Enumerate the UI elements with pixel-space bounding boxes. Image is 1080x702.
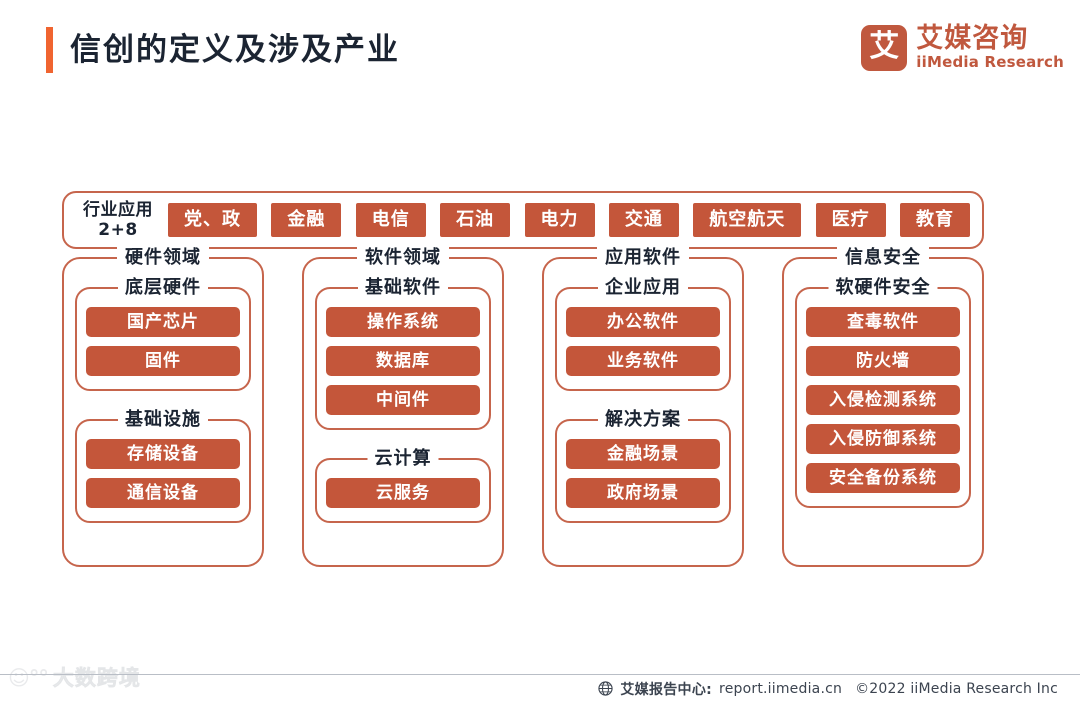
page-header: 信创的定义及涉及产业 艾 艾媒咨询 iiMedia Research: [0, 0, 1080, 108]
subgroup-title: 基础软件: [358, 276, 448, 300]
footer-url[interactable]: report.iimedia.cn: [719, 680, 843, 697]
industry-tag: 电力: [524, 203, 595, 237]
leaf-item: 存储设备: [86, 439, 240, 469]
industry-application-bar: 行业应用 2+8 党、政 金融 电信 石油 电力 交通 航空航天 医疗 教育: [62, 191, 984, 249]
industry-label-line1: 行业应用: [83, 200, 153, 220]
column-title: 信息安全: [837, 246, 929, 270]
subgroup-title: 企业应用: [598, 276, 688, 300]
subgroup-title: 解决方案: [598, 408, 688, 432]
industry-tag: 金融: [271, 203, 342, 237]
leaf-item: 数据库: [326, 346, 480, 376]
industry-structure-diagram: 行业应用 2+8 党、政 金融 电信 石油 电力 交通 航空航天 医疗 教育 硬…: [0, 108, 1080, 608]
footer-divider: [0, 674, 1080, 675]
column-title: 硬件领域: [117, 246, 209, 270]
industry-label-line2: 2+8: [98, 220, 138, 240]
leaf-item: 固件: [86, 346, 240, 376]
leaf-item: 安全备份系统: [806, 463, 960, 493]
subgroup-basic-software: 基础软件 操作系统 数据库 中间件: [315, 276, 491, 430]
column-title: 软件领域: [357, 246, 449, 270]
subgroup-software-hardware-security: 软硬件安全 查毒软件 防火墙 入侵检测系统 入侵防御系统 安全备份系统: [795, 276, 971, 508]
subgroup-title: 云计算: [367, 447, 439, 471]
domain-columns: 硬件领域 底层硬件 国产芯片 固件 基础设施 存储设备 通信设备 软件领域 基础…: [62, 246, 984, 567]
leaf-item: 入侵防御系统: [806, 424, 960, 454]
industry-tag-list: 党、政 金融 电信 石油 电力 交通 航空航天 医疗 教育: [164, 203, 972, 237]
leaf-item: 业务软件: [566, 346, 720, 376]
footer-source-label: 艾媒报告中心:: [620, 681, 713, 698]
industry-tag: 医疗: [815, 203, 886, 237]
column-title: 应用软件: [597, 246, 689, 270]
leaf-item: 操作系统: [326, 307, 480, 337]
industry-tag: 航空航天: [693, 203, 802, 237]
footer-copyright: ©2022 iiMedia Research Inc: [855, 680, 1058, 697]
industry-tag: 交通: [608, 203, 679, 237]
subgroup-underlying-hardware: 底层硬件 国产芯片 固件: [75, 276, 251, 391]
industry-application-label: 行业应用 2+8: [72, 200, 164, 240]
logo-mark-icon: 艾: [861, 24, 908, 71]
subgroup-solutions: 解决方案 金融场景 政府场景: [555, 408, 731, 523]
page-footer: 艾媒报告中心: report.iimedia.cn ©2022 iiMedia …: [0, 675, 1080, 702]
industry-tag: 电信: [355, 203, 426, 237]
subgroup-cloud-computing: 云计算 云服务: [315, 447, 491, 523]
domain-column-hardware: 硬件领域 底层硬件 国产芯片 固件 基础设施 存储设备 通信设备: [62, 246, 264, 567]
leaf-item: 入侵检测系统: [806, 385, 960, 415]
leaf-item: 防火墙: [806, 346, 960, 376]
page-title: 信创的定义及涉及产业: [70, 32, 400, 68]
globe-icon: [598, 681, 613, 696]
logo-name-en: iiMedia Research: [916, 53, 1064, 71]
logo-name-cn: 艾媒咨询: [916, 23, 1029, 54]
leaf-item: 金融场景: [566, 439, 720, 469]
leaf-item: 办公软件: [566, 307, 720, 337]
logo-text: 艾媒咨询 iiMedia Research: [916, 24, 1064, 71]
subgroup-enterprise-application: 企业应用 办公软件 业务软件: [555, 276, 731, 391]
subgroup-title: 软硬件安全: [828, 276, 938, 300]
brand-logo: 艾 艾媒咨询 iiMedia Research: [861, 24, 1064, 71]
leaf-item: 政府场景: [566, 478, 720, 508]
leaf-item: 国产芯片: [86, 307, 240, 337]
domain-column-application-software: 应用软件 企业应用 办公软件 业务软件 解决方案 金融场景 政府场景: [542, 246, 744, 567]
domain-column-software: 软件领域 基础软件 操作系统 数据库 中间件 云计算 云服务: [302, 246, 504, 567]
subgroup-title: 底层硬件: [118, 276, 208, 300]
industry-tag: 党、政: [168, 203, 257, 237]
industry-tag: 石油: [440, 203, 511, 237]
subgroup-title: 基础设施: [118, 408, 208, 432]
domain-column-information-security: 信息安全 软硬件安全 查毒软件 防火墙 入侵检测系统 入侵防御系统 安全备份系统: [782, 246, 984, 567]
title-accent-bar: [46, 27, 53, 73]
subgroup-infrastructure: 基础设施 存储设备 通信设备: [75, 408, 251, 523]
leaf-item: 通信设备: [86, 478, 240, 508]
leaf-item: 查毒软件: [806, 307, 960, 337]
industry-tag: 教育: [900, 203, 970, 237]
leaf-item: 中间件: [326, 385, 480, 415]
leaf-item: 云服务: [326, 478, 480, 508]
